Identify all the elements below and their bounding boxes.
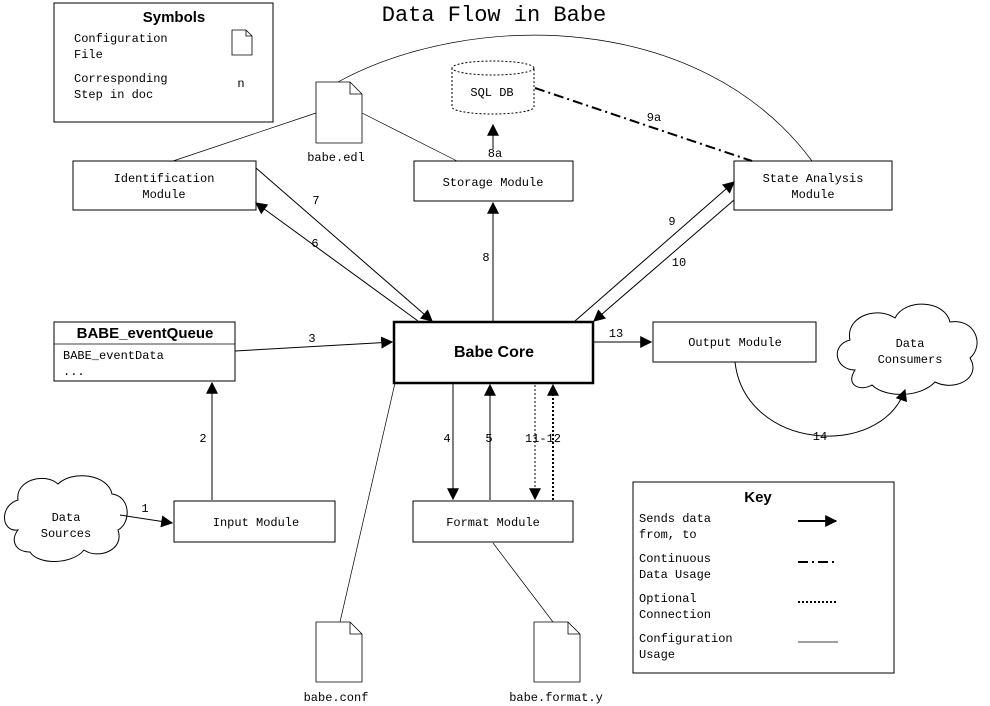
state-analysis-label-1: State Analysis [763,172,864,186]
arrow-step-10 [593,199,735,322]
arrow-step-14 [734,361,907,437]
link-step-9a [534,87,753,162]
data-consumers-cloud: Data Consumers [836,303,978,395]
babe-format-label: babe.format.y [509,691,603,705]
step-3-label: 3 [308,332,315,346]
step-10-label: 10 [672,256,686,270]
babe-conf-file: babe.conf [304,621,369,705]
arrow-step-6 [255,202,419,322]
diagram-title: Data Flow in Babe [382,3,606,28]
identification-module: Identification Module [72,160,257,211]
babe-format-file: babe.format.y [509,621,603,705]
key-heading: Key [744,489,772,506]
symbols-heading: Symbols [143,9,206,26]
step-11-12-label: 11-12 [525,432,561,446]
event-queue: BABE_eventQueue BABE_eventData ... [53,321,236,382]
arrow-step-3 [234,336,394,352]
data-sources-label-1: Data [52,511,81,525]
key-config-label-2: Usage [639,648,675,662]
event-queue-title: BABE_eventQueue [77,325,214,342]
step-13-label: 13 [609,327,623,341]
data-sources-label-2: Sources [41,527,91,541]
step-2-label: 2 [199,432,206,446]
sql-db: SQL DB [451,60,535,115]
symbols-step-symbol: n [237,77,244,91]
file-icon [315,81,363,144]
step-4-label: 4 [443,432,450,446]
key-continuous-label-1: Continuous [639,552,711,566]
state-analysis-module: State Analysis Module [733,160,893,211]
data-flow-arrows [119,87,907,528]
step-8-label: 8 [482,251,489,265]
key-sends-label-1: Sends data [639,512,711,526]
symbols-step-label-1: Corresponding [74,72,168,86]
format-label: Format Module [446,516,540,530]
step-8a-label: 8a [488,147,502,161]
input-label: Input Module [213,516,299,530]
symbols-step-label-2: Step in doc [74,88,153,102]
output-module: Output Module [652,321,817,363]
symbols-config-label-2: File [74,48,103,62]
config-usage-lines [172,34,813,623]
format-module: Format Module [412,500,574,543]
symbols-legend: Symbols Configuration File Corresponding… [53,2,274,123]
babe-core-label: Babe Core [454,344,534,361]
arrow-step-1 [119,514,174,528]
step-9a-label: 9a [647,111,661,125]
input-module: Input Module [173,500,336,543]
arrow-step-9 [574,181,735,322]
file-icon [315,621,363,683]
state-analysis-label-2: Module [791,188,834,202]
data-sources-cloud: Data Sources [4,475,128,562]
step-7-label: 7 [312,194,319,208]
key-optional-label-1: Optional [639,592,697,606]
babe-edl-file: babe.edl [307,81,365,165]
event-queue-item-1: BABE_eventData [63,349,164,363]
babe-core: Babe Core [392,320,595,385]
step-14-label: 14 [813,430,827,444]
step-6-label: 6 [311,237,318,251]
data-consumers-label-1: Data [896,337,925,351]
key-continuous-label-2: Data Usage [639,568,711,582]
key-sends-label-2: from, to [639,528,697,542]
babe-edl-label: babe.edl [307,151,365,165]
arrow-step-7 [255,167,433,322]
file-icon [533,621,581,683]
step-labels: 1 2 3 4 5 6 7 8 8a 9 9a 10 11-12 13 14 [141,111,827,516]
key-legend: Key Sends data from, to Continuous Data … [632,481,895,674]
output-label: Output Module [688,336,782,350]
key-optional-label-2: Connection [639,608,711,622]
step-9-label: 9 [668,215,675,229]
data-consumers-label-2: Consumers [878,353,943,367]
step-5-label: 5 [485,432,492,446]
key-config-label-1: Configuration [639,632,733,646]
config-file-icon [231,29,253,56]
event-queue-item-2: ... [63,365,85,379]
symbols-config-label-1: Configuration [74,32,168,46]
babe-conf-label: babe.conf [304,691,369,705]
identification-label-2: Module [142,188,185,202]
identification-label-1: Identification [114,172,215,186]
step-1-label: 1 [141,502,148,516]
storage-label: Storage Module [443,176,544,190]
sql-db-label: SQL DB [470,86,513,100]
storage-module: Storage Module [413,160,574,202]
